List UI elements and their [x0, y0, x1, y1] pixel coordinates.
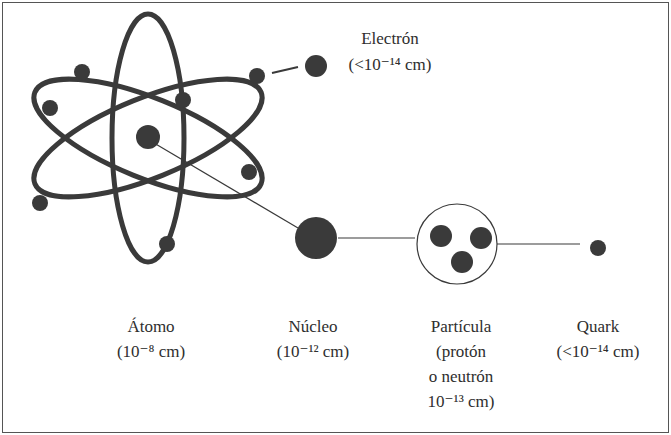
size-label: (10⁻⁸ cm) [117, 339, 185, 364]
size-label: Átomo [127, 314, 174, 339]
leader-line [154, 143, 298, 228]
particle-circle [417, 204, 497, 284]
atom-nucleus [136, 125, 160, 149]
orbits [20, 14, 276, 262]
size-label: (10⁻¹² cm) [277, 339, 350, 364]
size-label: (<10⁻¹⁴ cm) [349, 52, 432, 77]
size-label: (<10⁻¹⁴ cm) [557, 339, 640, 364]
size-label: Partícula [431, 314, 491, 339]
size-label: Electrón [361, 26, 419, 51]
quark-dot [590, 240, 606, 256]
size-label: Quark [577, 314, 619, 339]
leader-line [272, 67, 298, 73]
size-label: (protóno neutrón10⁻¹³ cm) [428, 339, 495, 414]
leader-line [338, 237, 415, 238]
frame [3, 3, 669, 433]
particle-quarks [430, 225, 492, 273]
electron-dot [305, 55, 327, 77]
electrons [32, 64, 265, 252]
leader-line [497, 243, 580, 244]
nucleus-circle [295, 217, 337, 259]
size-label: Núcleo [288, 314, 337, 339]
